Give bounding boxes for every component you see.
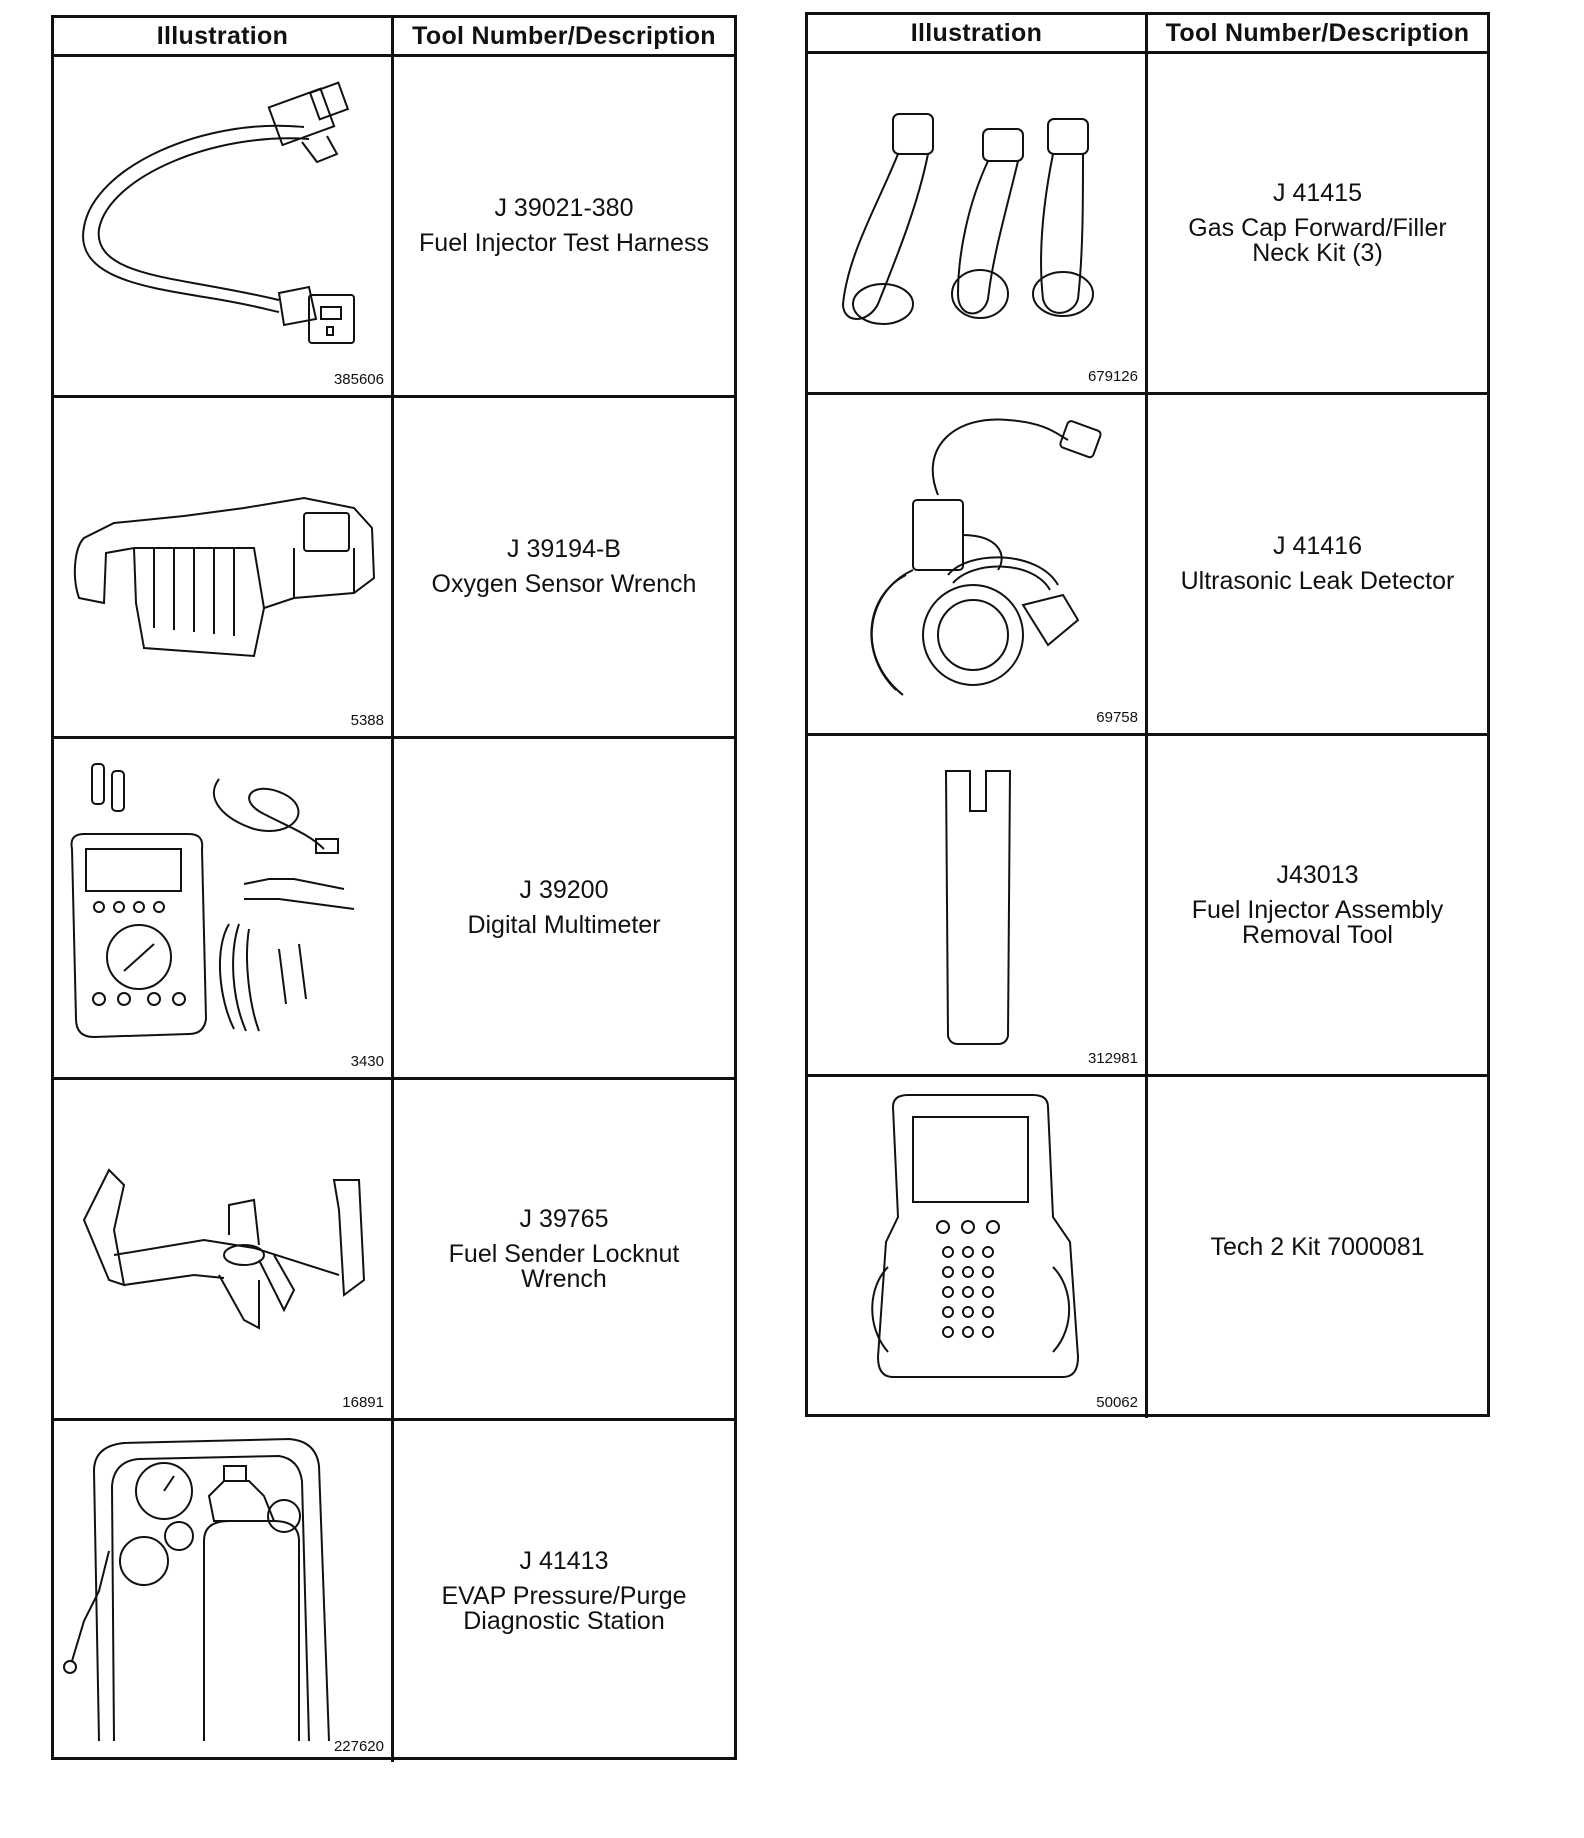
- illustration-cell: 679126: [808, 54, 1148, 392]
- figure-number: 69758: [1096, 709, 1138, 726]
- tool-name: Fuel Sender Locknut Wrench: [448, 1239, 680, 1293]
- tool-name: Tech 2 Kit 7000081: [1210, 1233, 1425, 1261]
- table-row: 5388 J 39194-B Oxygen Sensor Wrench: [54, 398, 734, 739]
- table-row: 227620 J 41413 EVAP Pressure/Purge Diagn…: [54, 1421, 734, 1762]
- tool-description: J 39021-380 Fuel Injector Test Harness: [394, 57, 734, 395]
- evap-station-icon: [54, 1421, 391, 1759]
- tool-description: J 39765 Fuel Sender Locknut Wrench: [394, 1080, 734, 1418]
- figure-number: 227620: [333, 1738, 384, 1755]
- header-illustration: Illustration: [808, 15, 1148, 51]
- table-row: 3430 J 39200 Digital Multimeter: [54, 739, 734, 1080]
- illustration-cell: 385606: [54, 57, 394, 395]
- figure-number: 679126: [1087, 368, 1138, 385]
- figure-number: 50062: [1096, 1394, 1138, 1411]
- illustration-cell: 16891: [54, 1080, 394, 1418]
- tool-description: J 41415 Gas Cap Forward/Filler Neck Kit …: [1148, 54, 1487, 392]
- illustration-cell: 5388: [54, 398, 394, 736]
- table-header: Illustration Tool Number/Description: [808, 15, 1487, 54]
- header-tool: Tool Number/Description: [412, 21, 716, 50]
- tool-number: J 39021-380: [494, 194, 634, 222]
- illustration-cell: 3430: [54, 739, 394, 1077]
- tool-name: Ultrasonic Leak Detector: [1180, 567, 1455, 595]
- table-header: Illustration Tool Number/Description: [54, 18, 734, 57]
- left-tool-table: Illustration Tool Number/Description 385…: [51, 15, 737, 1762]
- locknut-wrench-icon: [54, 1080, 391, 1418]
- table-row: 312981 J43013 Fuel Injector Assembly Rem…: [808, 736, 1487, 1077]
- tool-description: J 41416 Ultrasonic Leak Detector: [1148, 395, 1487, 733]
- tool-name: EVAP Pressure/Purge Diagnostic Station: [441, 1582, 687, 1635]
- test-harness-icon: [54, 57, 391, 395]
- table-row: 16891 J 39765 Fuel Sender Locknut Wrench: [54, 1080, 734, 1421]
- illustration-cell: 227620: [54, 1421, 394, 1762]
- header-illustration: Illustration: [54, 18, 394, 54]
- removal-tool-icon: [808, 736, 1145, 1074]
- tool-number: J 39194-B: [507, 535, 621, 563]
- tool-number: J 41416: [1273, 532, 1362, 560]
- figure-number: 3430: [350, 1053, 384, 1070]
- tool-number: J 41415: [1273, 178, 1362, 207]
- leak-detector-icon: [808, 395, 1145, 733]
- tool-number: J43013: [1276, 860, 1359, 889]
- right-tool-table: Illustration Tool Number/Description 679…: [805, 12, 1490, 1418]
- figure-number: 16891: [342, 1394, 384, 1411]
- tool-number: J 39765: [519, 1204, 609, 1233]
- multimeter-icon: [54, 739, 391, 1077]
- table-row: 50062 Tech 2 Kit 7000081: [808, 1077, 1487, 1418]
- tech2-scanner-icon: [808, 1077, 1145, 1415]
- table-row: 69758 J 41416 Ultrasonic Leak Detector: [808, 395, 1487, 736]
- tool-description: J 39194-B Oxygen Sensor Wrench: [394, 398, 734, 736]
- tool-name: Fuel Injector Assembly Removal Tool: [1191, 895, 1444, 949]
- gas-cap-kit-icon: [808, 54, 1145, 392]
- sensor-wrench-icon: [54, 398, 391, 736]
- tool-description: J 41413 EVAP Pressure/Purge Diagnostic S…: [394, 1421, 734, 1762]
- table-row: 679126 J 41415 Gas Cap Forward/Filler Ne…: [808, 54, 1487, 395]
- tool-name: Gas Cap Forward/Filler Neck Kit (3): [1188, 213, 1447, 267]
- header-tool: Tool Number/Description: [1165, 18, 1470, 47]
- table-row: 385606 J 39021-380 Fuel Injector Test Ha…: [54, 57, 734, 398]
- figure-number: 385606: [333, 371, 384, 388]
- illustration-cell: 50062: [808, 1077, 1148, 1418]
- tool-number: J 41413: [519, 1547, 609, 1575]
- illustration-cell: 312981: [808, 736, 1148, 1074]
- figure-number: 5388: [350, 712, 384, 729]
- tool-description: Tech 2 Kit 7000081: [1148, 1077, 1487, 1418]
- tool-name: Oxygen Sensor Wrench: [431, 570, 697, 598]
- tool-name: Fuel Injector Test Harness: [419, 229, 709, 257]
- tool-description: J43013 Fuel Injector Assembly Removal To…: [1148, 736, 1487, 1074]
- tool-name: Digital Multimeter: [467, 911, 661, 939]
- illustration-cell: 69758: [808, 395, 1148, 733]
- tool-description: J 39200 Digital Multimeter: [394, 739, 734, 1077]
- figure-number: 312981: [1087, 1050, 1138, 1067]
- tool-number: J 39200: [519, 876, 609, 904]
